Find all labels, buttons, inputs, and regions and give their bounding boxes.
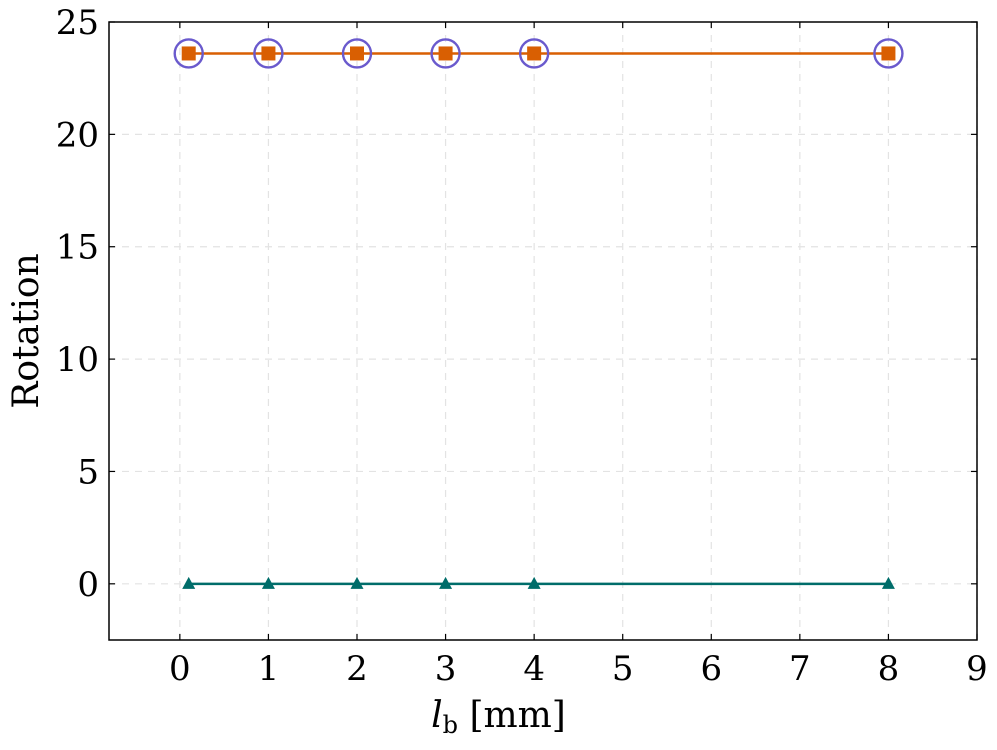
x-axis-label-sub: b <box>442 711 459 739</box>
x-axis-label: lb [mm] <box>0 695 997 739</box>
circle-marker <box>341 38 373 69</box>
triangle-marker <box>881 576 895 589</box>
circle-marker <box>518 38 550 69</box>
triangle-marker <box>182 576 196 589</box>
y-tick-label: 0 <box>77 565 99 605</box>
x-tick-label: 5 <box>612 649 634 689</box>
circle-marker <box>430 38 461 69</box>
x-tick-label: 9 <box>966 649 988 689</box>
plot-frame <box>108 21 978 641</box>
circle-marker <box>873 38 904 69</box>
x-tick-label: 0 <box>169 649 191 689</box>
circle-marker <box>173 38 204 69</box>
x-tick-label: 7 <box>789 649 811 689</box>
triangle-marker <box>527 576 541 589</box>
y-tick-label: 5 <box>77 452 99 492</box>
square-marker <box>261 46 276 61</box>
y-tick-label: 15 <box>56 228 99 268</box>
x-tick-label: 4 <box>523 649 545 689</box>
x-axis-label-main: l <box>431 695 443 736</box>
x-tick-label: 1 <box>258 649 280 689</box>
square-marker <box>527 46 542 61</box>
x-axis-label-unit: [mm] <box>469 695 566 736</box>
grid <box>109 22 978 640</box>
square-marker <box>181 46 196 61</box>
triangle-marker <box>261 576 275 589</box>
series-layer <box>173 38 904 589</box>
square-marker <box>881 46 896 61</box>
square-marker <box>350 46 364 61</box>
y-axis-label: Rotation <box>6 253 47 409</box>
triangle-marker <box>350 576 364 589</box>
x-tick-label: 3 <box>435 649 457 689</box>
x-tick-label: 2 <box>346 649 368 689</box>
y-tick-label: 20 <box>56 115 99 155</box>
circle-marker <box>253 38 284 69</box>
x-tick-label: 8 <box>878 649 900 689</box>
y-tick-label: 25 <box>56 3 99 43</box>
triangle-marker <box>439 576 453 589</box>
square-marker <box>438 46 453 61</box>
y-tick-label: 10 <box>56 340 99 380</box>
ticks: 0 1 2 3 4 5 6 7 8 9 0 5 10 15 20 25 <box>56 3 988 689</box>
x-tick-label: 6 <box>700 649 722 689</box>
